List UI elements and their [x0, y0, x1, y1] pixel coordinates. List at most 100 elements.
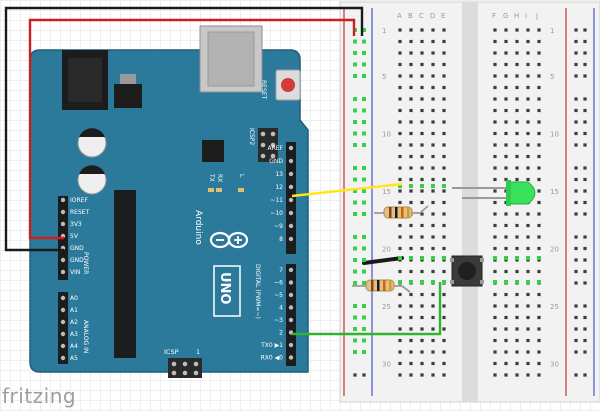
- breadboard-hole: [409, 200, 413, 205]
- connected-hole: [362, 74, 366, 78]
- breadboard-hole: [493, 177, 497, 182]
- connected-hole: [362, 350, 366, 354]
- rail-hole: [574, 51, 578, 55]
- breadboard-hole: [515, 62, 519, 67]
- column-letter: B: [408, 12, 413, 20]
- connected-hole: [362, 212, 366, 216]
- connected-hole: [362, 62, 366, 67]
- breadboard-hole: [493, 154, 497, 159]
- rail-hole: [574, 212, 578, 216]
- header-pin: [60, 343, 66, 349]
- breadboard-hole: [420, 62, 424, 67]
- breadboard-hole: [526, 120, 530, 124]
- breadboard-hole: [537, 97, 541, 101]
- breadboard-hole: [398, 327, 402, 331]
- digital-pin-label: 12: [275, 184, 283, 191]
- power-pin-label: VIN: [70, 269, 80, 276]
- breadboard-hole: [431, 350, 435, 354]
- breadboard-hole: [420, 338, 424, 343]
- breadboard-hole: [504, 85, 508, 90]
- breadboard-hole: [504, 120, 508, 124]
- breadboard-hole: [398, 28, 402, 32]
- rail-hole: [583, 177, 587, 182]
- breadboard-hole: [493, 373, 497, 377]
- breadboard-hole: [526, 28, 530, 32]
- breadboard-hole: [526, 212, 530, 216]
- rail-hole: [574, 177, 578, 182]
- breadboard-hole: [526, 131, 530, 136]
- rail-hole: [574, 350, 578, 354]
- breadboard-hole: [515, 246, 519, 251]
- connected-hole: [353, 189, 357, 193]
- breadboard-hole: [526, 327, 530, 331]
- breadboard-hole: [493, 327, 497, 331]
- breadboard-hole: [442, 304, 446, 308]
- breadboard-hole: [409, 108, 413, 113]
- connected-hole: [353, 281, 357, 285]
- rail-hole: [353, 373, 357, 377]
- connected-hole: [362, 200, 366, 205]
- rail-hole: [583, 315, 587, 320]
- row-number: 5: [550, 73, 554, 81]
- icsp-label: ICSP: [164, 348, 179, 356]
- breadboard-hole: [409, 269, 413, 274]
- wire-pin2-green: [292, 282, 442, 336]
- breadboard-hole: [442, 235, 446, 239]
- analog-pin-label: A2: [70, 319, 78, 326]
- reset-button-icon[interactable]: [275, 69, 301, 101]
- pushbutton-icon[interactable]: [450, 255, 484, 287]
- rail-hole: [574, 143, 578, 147]
- breadboard-hole: [515, 154, 519, 159]
- rail-hole: [583, 131, 587, 136]
- jumper-wire-black: [362, 256, 404, 265]
- breadboard-hole: [420, 28, 424, 32]
- connected-hole: [362, 269, 366, 274]
- breadboard-hole: [409, 246, 413, 251]
- header-pin: [60, 307, 66, 313]
- breadboard-hole: [493, 200, 497, 205]
- digital-pin-label: 13: [275, 171, 283, 178]
- header-pin: [288, 210, 294, 216]
- connected-hole: [353, 338, 357, 343]
- breadboard-hole: [442, 51, 446, 55]
- connected-hole: [398, 280, 402, 284]
- breadboard-hole: [398, 74, 402, 78]
- rail-hole: [583, 350, 587, 354]
- resistor-icon: [352, 279, 411, 293]
- rail-hole: [583, 39, 587, 44]
- breadboard-hole: [409, 373, 413, 377]
- rail-hole: [583, 120, 587, 124]
- breadboard-hole: [493, 212, 497, 216]
- connected-hole: [362, 51, 366, 55]
- breadboard-hole: [526, 108, 530, 113]
- digital-pin-label: RX0 ◀0: [261, 355, 284, 362]
- breadboard-hole: [515, 373, 519, 377]
- breadboard-hole: [420, 131, 424, 136]
- digital-pin-label: ~5: [274, 292, 283, 299]
- breadboard-hole: [409, 97, 413, 101]
- header-pin: [288, 342, 294, 348]
- breadboard-hole: [537, 143, 541, 147]
- header-pin: [60, 257, 66, 263]
- row-number: 30: [550, 361, 559, 369]
- usb-chip: [202, 140, 224, 162]
- breadboard-hole: [409, 292, 413, 297]
- rail-hole: [574, 338, 578, 343]
- breadboard-hole: [515, 327, 519, 331]
- digital-pin-label: 2: [279, 330, 283, 337]
- breadboard-hole: [537, 338, 541, 343]
- icsp-header: [168, 358, 202, 378]
- rail-hole: [583, 373, 587, 377]
- breadboard-hole: [504, 292, 508, 297]
- power-jack-icon: [62, 50, 108, 110]
- breadboard-hole: [431, 85, 435, 90]
- breadboard-hole: [398, 373, 402, 377]
- breadboard-hole: [431, 269, 435, 274]
- rail-hole: [583, 166, 587, 170]
- breadboard-hole: [442, 62, 446, 67]
- breadboard-hole: [420, 51, 424, 55]
- breadboard-hole: [409, 304, 413, 308]
- connected-hole: [409, 256, 413, 260]
- digital-pin-label: TX0 ▶1: [260, 342, 283, 349]
